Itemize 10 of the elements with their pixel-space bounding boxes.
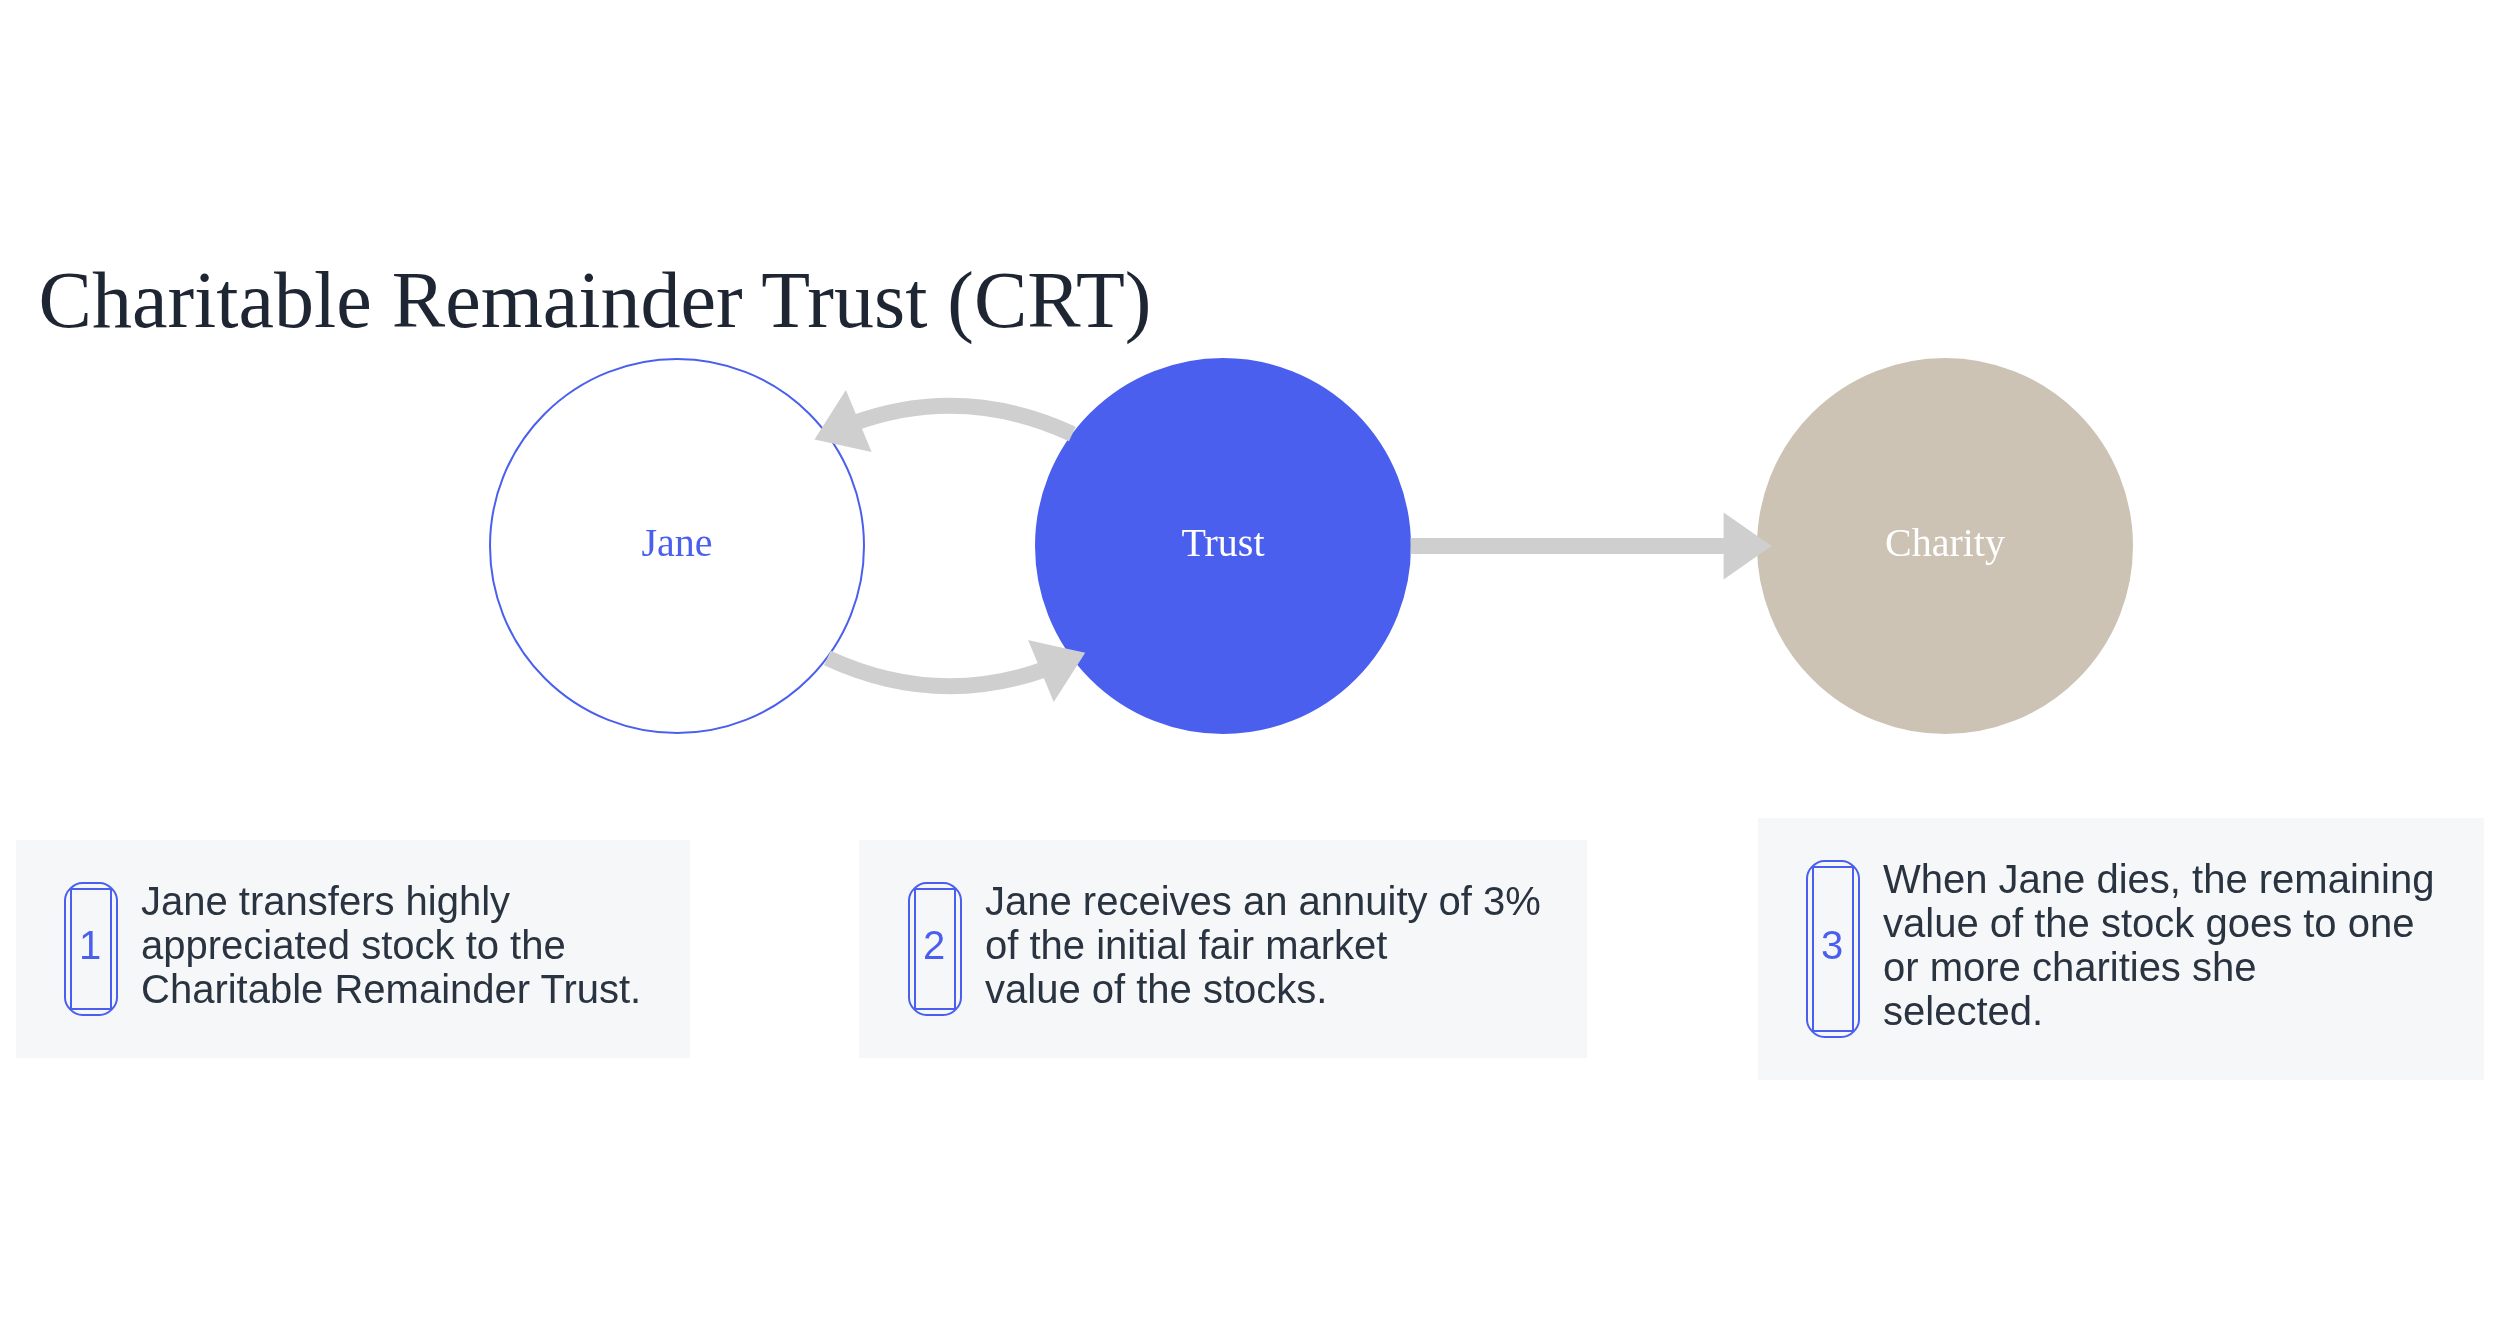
node-circle: Trust — [1035, 357, 1411, 734]
arrow — [814, 389, 1076, 452]
node-box: 1 Jane transfers highly appreciated stock to the Charitable Remainder Trust. — [16, 839, 690, 1058]
diagram-title: Charitable Remainder Trust (CRT) — [38, 255, 1152, 344]
node-circle: Jane — [489, 357, 865, 734]
arrow — [824, 639, 1086, 702]
arrow — [1410, 511, 1772, 580]
node-box: 2 Jane receives an annuity of 3% of the initial fair market value of the stocks. — [859, 839, 1587, 1058]
node-circle: Charity — [1757, 357, 2133, 734]
node-box: 3 When Jane dies, the remaining value of the stock goes to one or more charities she selected. — [1758, 817, 2484, 1080]
